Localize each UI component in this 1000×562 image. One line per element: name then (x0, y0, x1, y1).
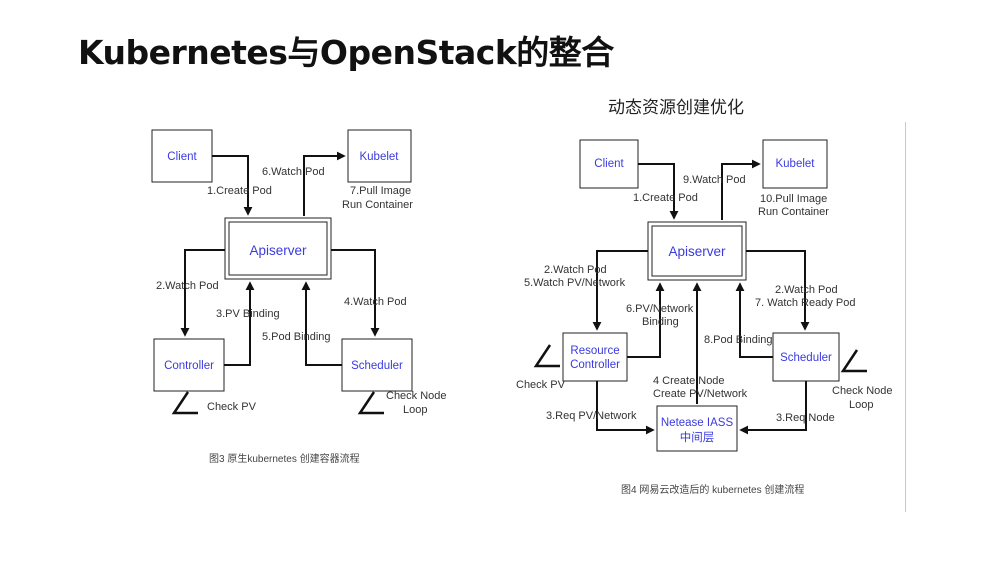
arrow2-pv-binding (627, 282, 665, 358)
kubelet-node (347, 129, 412, 183)
label-watch-pod-2: 2.Watch Pod (156, 280, 219, 292)
label2-watch-pod-2: 2.Watch Pod (544, 264, 607, 276)
label2-pv-network-6b: Binding (642, 316, 679, 328)
label2-create-node-4a: 4 Create Node (653, 375, 725, 387)
label-check-node: Check Node (386, 390, 447, 402)
check-pv-loop-icon-2 (533, 344, 560, 368)
kubelet-node-2 (762, 139, 828, 189)
client-node (151, 129, 213, 183)
label-run-container: Run Container (342, 199, 413, 211)
label2-create-pod-1: 1.Create Pod (633, 192, 698, 204)
iass-label-2: 中间层 (680, 431, 715, 444)
diagram-native-k8s: Client Kubelet Apiserver Controller Sche… (151, 129, 447, 465)
controller-label: Controller (164, 360, 214, 372)
client-label: Client (167, 151, 197, 163)
slide-title: Kubernetes与OpenStack的整合 (78, 33, 614, 72)
subtitle-text: 动态资源创建优化 (608, 98, 744, 118)
label-pod-binding-5: 5.Pod Binding (262, 331, 331, 343)
apiserver-inner-border-2 (651, 225, 743, 277)
label2-watch-pod-2r: 2.Watch Pod (775, 284, 838, 296)
scheduler-label: Scheduler (351, 360, 403, 372)
label-watch-pod-4: 4.Watch Pod (344, 296, 407, 308)
arrow-pod-binding (301, 281, 342, 366)
label2-loop: Loop (849, 399, 873, 411)
label2-pv-network-6a: 6.PV/Network (626, 303, 694, 315)
scheduler-node (341, 338, 413, 392)
label-check-pv: Check PV (207, 401, 257, 413)
arrow2-req-node (739, 381, 807, 435)
label-pv-binding-3: 3.PV Binding (216, 308, 280, 320)
label2-check-node: Check Node (832, 385, 893, 397)
caption-fig4: 图4 网易云改造后的 kubernetes 创建流程 (621, 483, 804, 496)
diagram-netease-k8s: Client Kubelet Apiserver Resource Contro… (516, 139, 893, 496)
label2-watch-pod-9: 9.Watch Pod (683, 174, 746, 186)
arrow-watch-pod-scheduler (331, 249, 380, 337)
scheduler-label-2: Scheduler (780, 352, 832, 364)
iass-label-1: Netease IASS (661, 417, 734, 429)
label-create-pod-1: 1.Create Pod (207, 185, 272, 197)
arrow2-watch-pod-controller (592, 250, 648, 331)
arrow2-watch-pod-kubelet (721, 159, 761, 220)
caption-fig3: 图3 原生kubernetes 创建容器流程 (209, 452, 360, 465)
resource-controller-label-2: Controller (570, 359, 620, 371)
divider-line (905, 122, 906, 512)
apiserver-label-2: Apiserver (668, 244, 726, 259)
label2-watch-ready-7: 7. Watch Ready Pod (755, 297, 855, 309)
client-label-2: Client (594, 158, 624, 170)
label2-create-node-4b: Create PV/Network (653, 388, 748, 400)
label-pull-image: 7.Pull Image (350, 185, 411, 197)
label2-run-container: Run Container (758, 206, 829, 218)
arrow-pv-binding (224, 281, 255, 366)
iass-node (656, 405, 738, 452)
kubelet-label: Kubelet (359, 151, 399, 163)
arrow2-create-pod (638, 163, 679, 220)
label2-pod-binding-8: 8.Pod Binding (704, 334, 773, 346)
label-loop: Loop (403, 404, 427, 416)
apiserver-label: Apiserver (249, 243, 307, 258)
check-pv-loop-icon (171, 391, 198, 415)
arrow-create-pod (212, 155, 253, 216)
arrow2-req-pv (596, 381, 655, 435)
arrow-watch-pod-kubelet (303, 151, 346, 216)
label2-check-pv: Check PV (516, 379, 566, 391)
scheduler-node-2 (772, 332, 840, 382)
arrow-watch-pod-controller (180, 249, 225, 337)
arrow2-pod-binding (735, 282, 773, 358)
label2-watch-pv-5: 5.Watch PV/Network (524, 277, 626, 289)
arrow2-watch-pod-scheduler (746, 250, 810, 331)
check-node-loop-icon-2 (840, 349, 867, 373)
label2-req-node-3: 3.Req Node (776, 412, 835, 424)
apiserver-inner-border (228, 221, 328, 276)
label-watch-pod-6: 6.Watch Pod (262, 166, 325, 178)
resource-controller-label-1: Resource (570, 345, 619, 357)
label2-pull-image: 10.Pull Image (760, 193, 827, 205)
label2-req-pv-3: 3.Req PV/Network (546, 410, 637, 422)
check-node-loop-icon (357, 391, 384, 415)
apiserver-node (224, 217, 332, 280)
kubelet-label-2: Kubelet (775, 158, 815, 170)
resource-controller-node (562, 332, 628, 382)
